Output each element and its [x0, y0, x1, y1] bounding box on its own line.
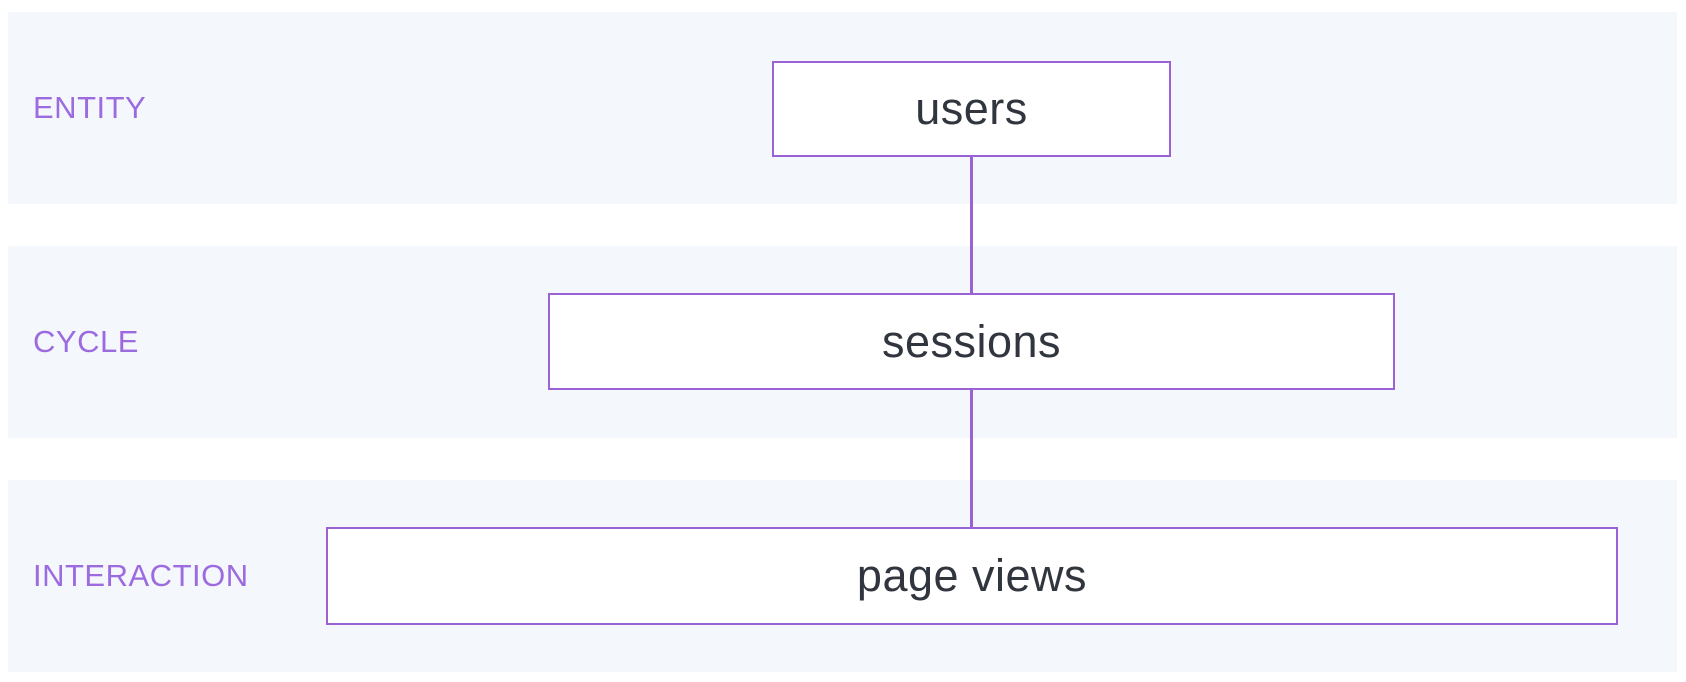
connector-sessions-pageviews — [970, 389, 973, 529]
node-users[interactable]: users — [772, 61, 1171, 157]
band-label-entity: ENTITY — [33, 90, 147, 125]
band-label-cycle: CYCLE — [33, 324, 139, 359]
band-label-interaction: INTERACTION — [33, 558, 249, 593]
band-cycle: CYCLE — [8, 246, 1677, 438]
node-sessions[interactable]: sessions — [548, 293, 1395, 390]
node-page-views[interactable]: page views — [326, 527, 1618, 625]
connector-users-sessions — [970, 156, 973, 295]
node-sessions-label: sessions — [881, 315, 1062, 367]
node-users-label: users — [915, 83, 1028, 134]
node-page-views-label: page views — [856, 550, 1088, 601]
